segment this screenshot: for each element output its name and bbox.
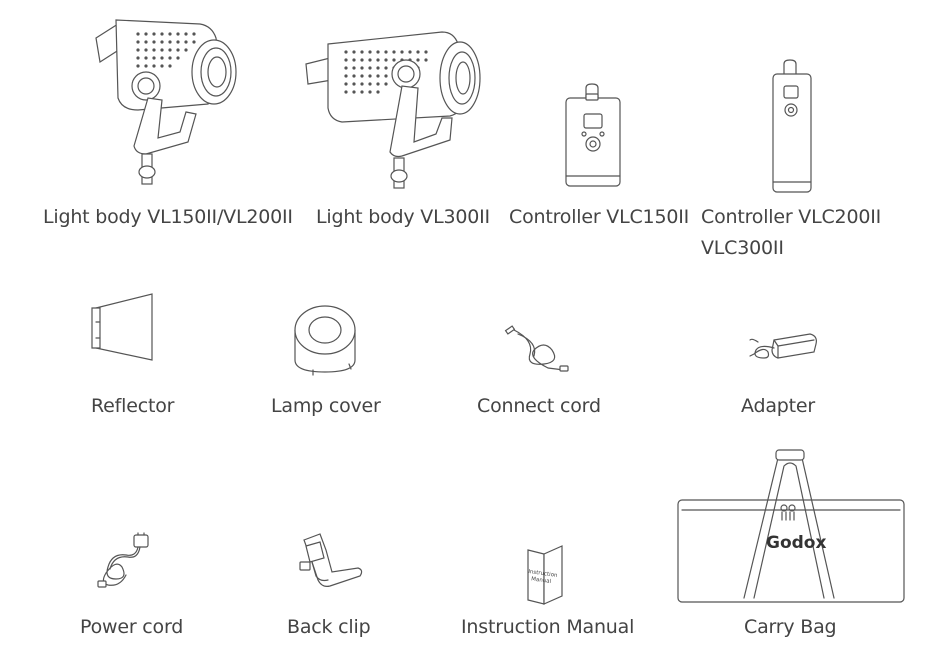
item-label: Light body VL150II/VL200II — [43, 206, 293, 228]
light-body-vl150-icon — [88, 14, 243, 194]
item-label: Instruction Manual — [461, 616, 635, 638]
manual-cover-text-line-1: Instruction — [528, 569, 558, 579]
item-label-line-2: VLC300II — [701, 237, 784, 259]
item-label: Connect cord — [477, 395, 601, 417]
item-label: Adapter — [741, 395, 815, 417]
manual-cover-text-line-2: Manual — [531, 576, 552, 585]
connect-cord-icon — [504, 320, 570, 374]
back-clip-icon — [296, 532, 366, 592]
item-label: Controller VLC150II — [509, 206, 690, 228]
item-label: Back clip — [287, 616, 371, 638]
item-label: Reflector — [91, 395, 175, 417]
item-label: Light body VL300II — [316, 206, 490, 228]
item-label: Controller VLC200II — [701, 206, 882, 228]
adapter-icon — [748, 326, 820, 366]
power-cord-icon — [96, 532, 156, 591]
reflector-icon — [88, 292, 158, 364]
controller-vlc200-icon — [768, 58, 816, 194]
lamp-cover-icon — [291, 302, 361, 376]
carry-bag-icon: Godox — [674, 446, 910, 606]
light-body-vl300-icon — [302, 22, 482, 194]
item-label: Lamp cover — [271, 395, 381, 417]
instruction-manual-icon: Instruction Manual — [524, 544, 568, 606]
bag-brand-logo: Godox — [766, 533, 826, 553]
item-label: Carry Bag — [744, 616, 837, 638]
item-label: Power cord — [80, 616, 184, 638]
controller-vlc150-icon — [562, 82, 624, 190]
